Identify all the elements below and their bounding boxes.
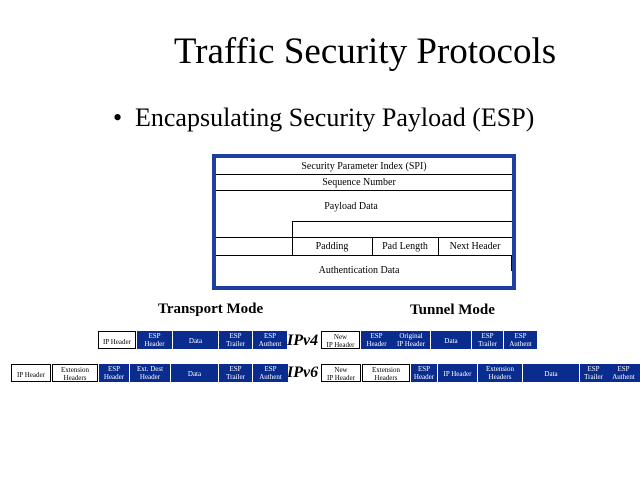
packet-field-label: Extension bbox=[486, 365, 514, 373]
packet-field-label: Data bbox=[188, 337, 203, 345]
packet-field-label: ESP bbox=[370, 332, 383, 340]
packet-field-sublabel: IP Header bbox=[327, 374, 355, 382]
packet-field-label: ESP bbox=[481, 332, 494, 340]
packet-field: IP Header bbox=[11, 364, 51, 382]
packet-field-label: Data bbox=[187, 370, 202, 378]
packet-field-label: Ext. Dest bbox=[136, 365, 164, 373]
packet-field-sublabel: Authent bbox=[259, 373, 282, 381]
packet-field: Data bbox=[171, 364, 218, 382]
packet-field-sublabel: Authent bbox=[612, 373, 635, 381]
packet-field-label: New bbox=[333, 333, 348, 341]
ipv4-label: IPv4 bbox=[287, 332, 319, 349]
packet-field-label: ESP bbox=[264, 365, 277, 373]
divider-line bbox=[216, 237, 512, 238]
transport-mode-label: Transport Mode bbox=[158, 301, 264, 317]
pad-length-field: Pad Length bbox=[382, 241, 428, 252]
packet-field-label: Data bbox=[444, 337, 458, 345]
packet-field-label: Data bbox=[544, 370, 558, 378]
packet-field-label: IP Header bbox=[17, 371, 45, 379]
packet-field-sublabel: Header bbox=[144, 340, 165, 348]
esp-format-diagram: Security Parameter Index (SPI) Sequence … bbox=[212, 154, 516, 290]
packet-field-label: ESP bbox=[229, 332, 242, 340]
packet-field-label: Original bbox=[399, 332, 423, 340]
packet-field-sublabel: IP Header bbox=[397, 340, 425, 348]
packet-field-label: ESP bbox=[617, 365, 630, 373]
padding-field: Padding bbox=[315, 241, 349, 252]
divider-line bbox=[216, 174, 512, 175]
packet-field-label: ESP bbox=[148, 332, 161, 340]
divider-line bbox=[511, 255, 512, 271]
divider-line bbox=[216, 190, 512, 191]
packet-field: Data bbox=[173, 331, 218, 349]
packet-field-label: New bbox=[334, 366, 348, 374]
subtitle-text: Encapsulating Security Payload (ESP) bbox=[135, 103, 535, 132]
packet-field-label: Extension bbox=[61, 366, 89, 374]
packet-field-sublabel: Trailer bbox=[478, 340, 497, 348]
packet-field-sublabel: Header bbox=[413, 373, 435, 381]
divider-line bbox=[216, 255, 512, 256]
slide-title: Traffic Security Protocols bbox=[173, 31, 557, 72]
divider-line bbox=[372, 237, 373, 255]
packet-field-sublabel: Header bbox=[139, 373, 161, 381]
divider-line bbox=[292, 221, 512, 222]
divider-line bbox=[292, 221, 293, 255]
packet-field-label: ESP bbox=[514, 332, 527, 340]
packet-field-label: ESP bbox=[107, 365, 121, 373]
packet-field: IP Header bbox=[438, 364, 477, 382]
divider-line bbox=[438, 237, 439, 255]
next-header-field: Next Header bbox=[449, 241, 501, 252]
spi-field: Security Parameter Index (SPI) bbox=[301, 161, 427, 172]
packet-field-label: ESP bbox=[587, 365, 600, 373]
packet-field-sublabel: Trailer bbox=[584, 373, 603, 381]
packet-field-sublabel: Authent bbox=[258, 340, 282, 348]
esp-format-body: Security Parameter Index (SPI) Sequence … bbox=[216, 158, 512, 286]
packet-field-sublabel: IP Header bbox=[326, 341, 355, 349]
packet-field: Data bbox=[431, 331, 471, 349]
packet-field-sublabel: Trailer bbox=[226, 340, 245, 348]
packet-field-sublabel: Trailer bbox=[226, 373, 245, 381]
ipv6-label: IPv6 bbox=[287, 364, 319, 381]
packet-field-sublabel: Header bbox=[103, 373, 125, 381]
packet-field-sublabel: Headers bbox=[63, 374, 87, 382]
packet-field-sublabel: Headers bbox=[488, 373, 512, 381]
packet-field: Data bbox=[523, 364, 579, 382]
payload-data-field: Payload Data bbox=[324, 201, 378, 212]
packet-field-sublabel: Authent bbox=[509, 340, 532, 348]
subtitle-bullet-item: • Encapsulating Security Payload (ESP) bbox=[113, 101, 534, 135]
packet-field-label: Extension bbox=[372, 366, 400, 374]
tunnel-mode-label: Tunnel Mode bbox=[410, 302, 495, 318]
packet-field-label: ESP bbox=[417, 365, 431, 373]
packet-field-label: IP Header bbox=[103, 338, 131, 346]
sequence-number-field: Sequence Number bbox=[322, 177, 396, 188]
bullet-dot: • bbox=[113, 103, 123, 132]
packet-field: IP Header bbox=[98, 331, 136, 349]
authentication-data-field: Authentication Data bbox=[318, 265, 400, 276]
packet-field-label: ESP bbox=[229, 365, 242, 373]
packet-field-label: IP Header bbox=[443, 370, 472, 378]
packet-field-sublabel: Headers bbox=[374, 374, 398, 382]
packet-field-label: ESP bbox=[263, 332, 277, 340]
packet-field-sublabel: Header bbox=[366, 340, 387, 348]
